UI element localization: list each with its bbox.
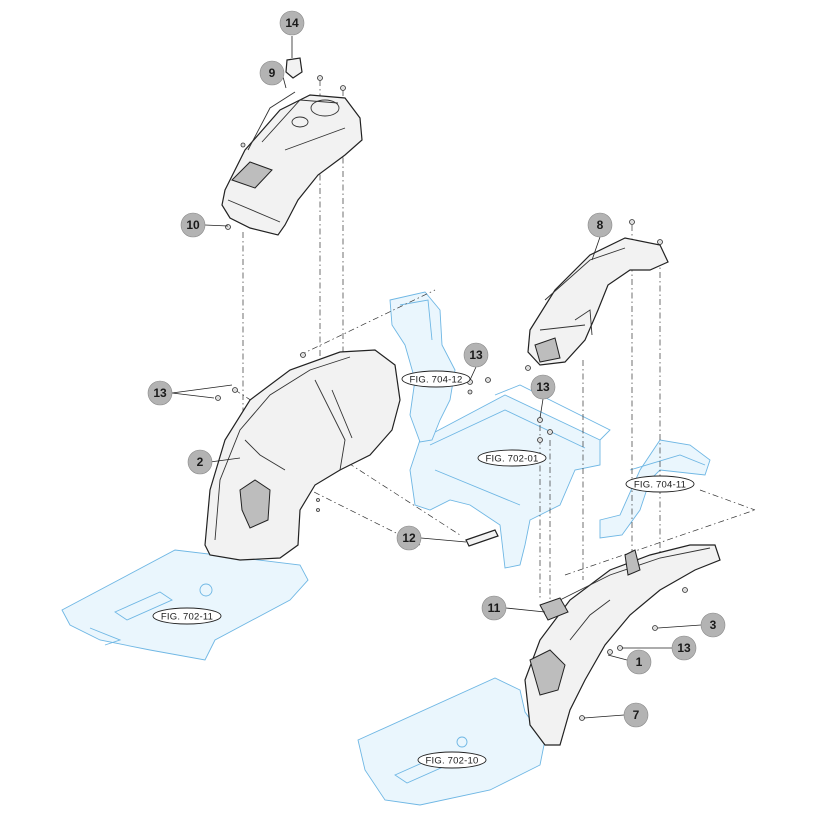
svg-text:FIG. 702-11: FIG. 702-11 xyxy=(161,612,213,623)
svg-text:1: 1 xyxy=(636,655,643,669)
svg-text:FIG. 704-12: FIG. 704-12 xyxy=(410,375,463,386)
svg-text:10: 10 xyxy=(186,218,200,232)
svg-text:11: 11 xyxy=(488,601,501,615)
bracket-left xyxy=(389,291,456,443)
svg-text:13: 13 xyxy=(677,641,691,655)
figref-702-01: FIG. 702-01 xyxy=(477,449,547,467)
callout-14: 14 xyxy=(279,10,305,36)
callout-13-center: 13 xyxy=(463,342,489,368)
callout-7: 7 xyxy=(623,702,649,728)
callout-13-left: 13 xyxy=(147,380,173,406)
left-fender xyxy=(204,349,401,561)
right-fender-cover xyxy=(527,237,669,366)
callout-10: 10 xyxy=(180,212,206,238)
svg-text:FIG. 702-01: FIG. 702-01 xyxy=(486,454,539,465)
floor-plate-left xyxy=(61,549,309,661)
right-fender xyxy=(524,544,721,746)
callout-13-bottom: 13 xyxy=(671,635,697,661)
callout-9: 9 xyxy=(259,60,285,86)
callout-3: 3 xyxy=(700,612,726,638)
svg-text:FIG. 702-10: FIG. 702-10 xyxy=(426,756,479,767)
figref-702-10: FIG. 702-10 xyxy=(417,751,487,769)
bracket-11 xyxy=(539,597,569,621)
figref-702-11: FIG. 702-11 xyxy=(152,607,222,625)
svg-text:7: 7 xyxy=(633,708,640,722)
callout-11: 11 xyxy=(481,595,507,621)
svg-text:2: 2 xyxy=(197,455,204,469)
center-frame xyxy=(409,394,601,569)
svg-text:13: 13 xyxy=(153,386,167,400)
svg-text:13: 13 xyxy=(469,348,483,362)
callout-12: 12 xyxy=(396,525,422,551)
callout-2: 2 xyxy=(187,449,213,475)
svg-text:9: 9 xyxy=(269,66,276,80)
svg-text:FIG. 704-11: FIG. 704-11 xyxy=(634,480,686,491)
bracket-right xyxy=(599,439,711,539)
svg-text:8: 8 xyxy=(597,218,604,232)
pin-12 xyxy=(465,529,499,547)
fuel-cap xyxy=(285,57,303,79)
figref-704-12: FIG. 704-12 xyxy=(401,370,471,388)
svg-text:3: 3 xyxy=(710,618,717,632)
figref-704-11: FIG. 704-11 xyxy=(625,475,695,493)
callout-8: 8 xyxy=(587,212,613,238)
svg-text:12: 12 xyxy=(402,531,416,545)
left-fender-cover xyxy=(221,91,363,236)
callout-1: 1 xyxy=(626,649,652,675)
callout-13-right: 13 xyxy=(530,374,556,400)
svg-text:14: 14 xyxy=(285,16,299,30)
floor-plate-right xyxy=(357,677,546,806)
leader-lines xyxy=(171,36,702,719)
svg-text:13: 13 xyxy=(536,380,550,394)
